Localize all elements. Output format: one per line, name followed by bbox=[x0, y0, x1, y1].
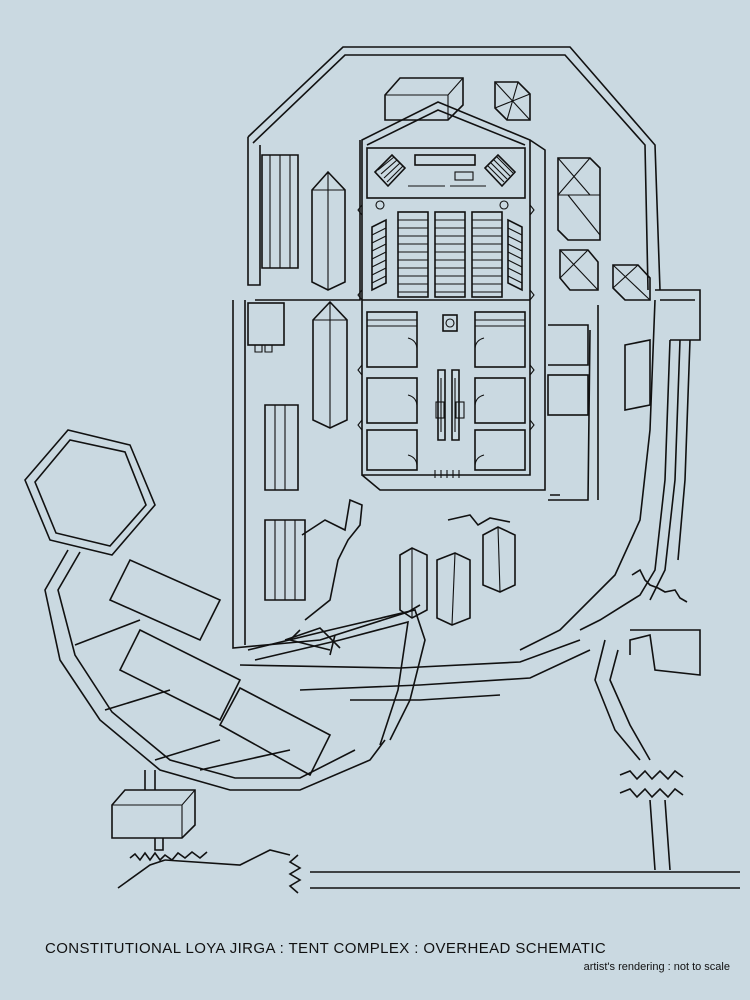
lower-tents bbox=[399, 526, 516, 626]
hexagon-tent bbox=[24, 429, 156, 556]
caption-note: artist's rendering : not to scale bbox=[583, 961, 730, 973]
rect-tents bbox=[108, 558, 332, 777]
left-road-loop bbox=[44, 549, 386, 791]
caption-title: CONSTITUTIONAL LOYA JIRGA : TENT COMPLEX… bbox=[45, 940, 607, 957]
right-road bbox=[519, 289, 701, 651]
bottom-road bbox=[288, 799, 740, 894]
compound-outer-wall bbox=[247, 46, 661, 291]
seating-rows bbox=[371, 211, 523, 298]
gate-house bbox=[111, 770, 291, 889]
right-checkpoints bbox=[594, 568, 701, 799]
curved-roads bbox=[239, 609, 591, 746]
jagged-wall bbox=[301, 498, 363, 621]
left-barracks bbox=[247, 137, 348, 601]
main-assembly-tent bbox=[357, 101, 546, 491]
top-block-left bbox=[384, 77, 464, 121]
right-blocks bbox=[547, 157, 651, 416]
top-block-right bbox=[494, 81, 531, 121]
compound-inner-wall bbox=[252, 54, 649, 291]
